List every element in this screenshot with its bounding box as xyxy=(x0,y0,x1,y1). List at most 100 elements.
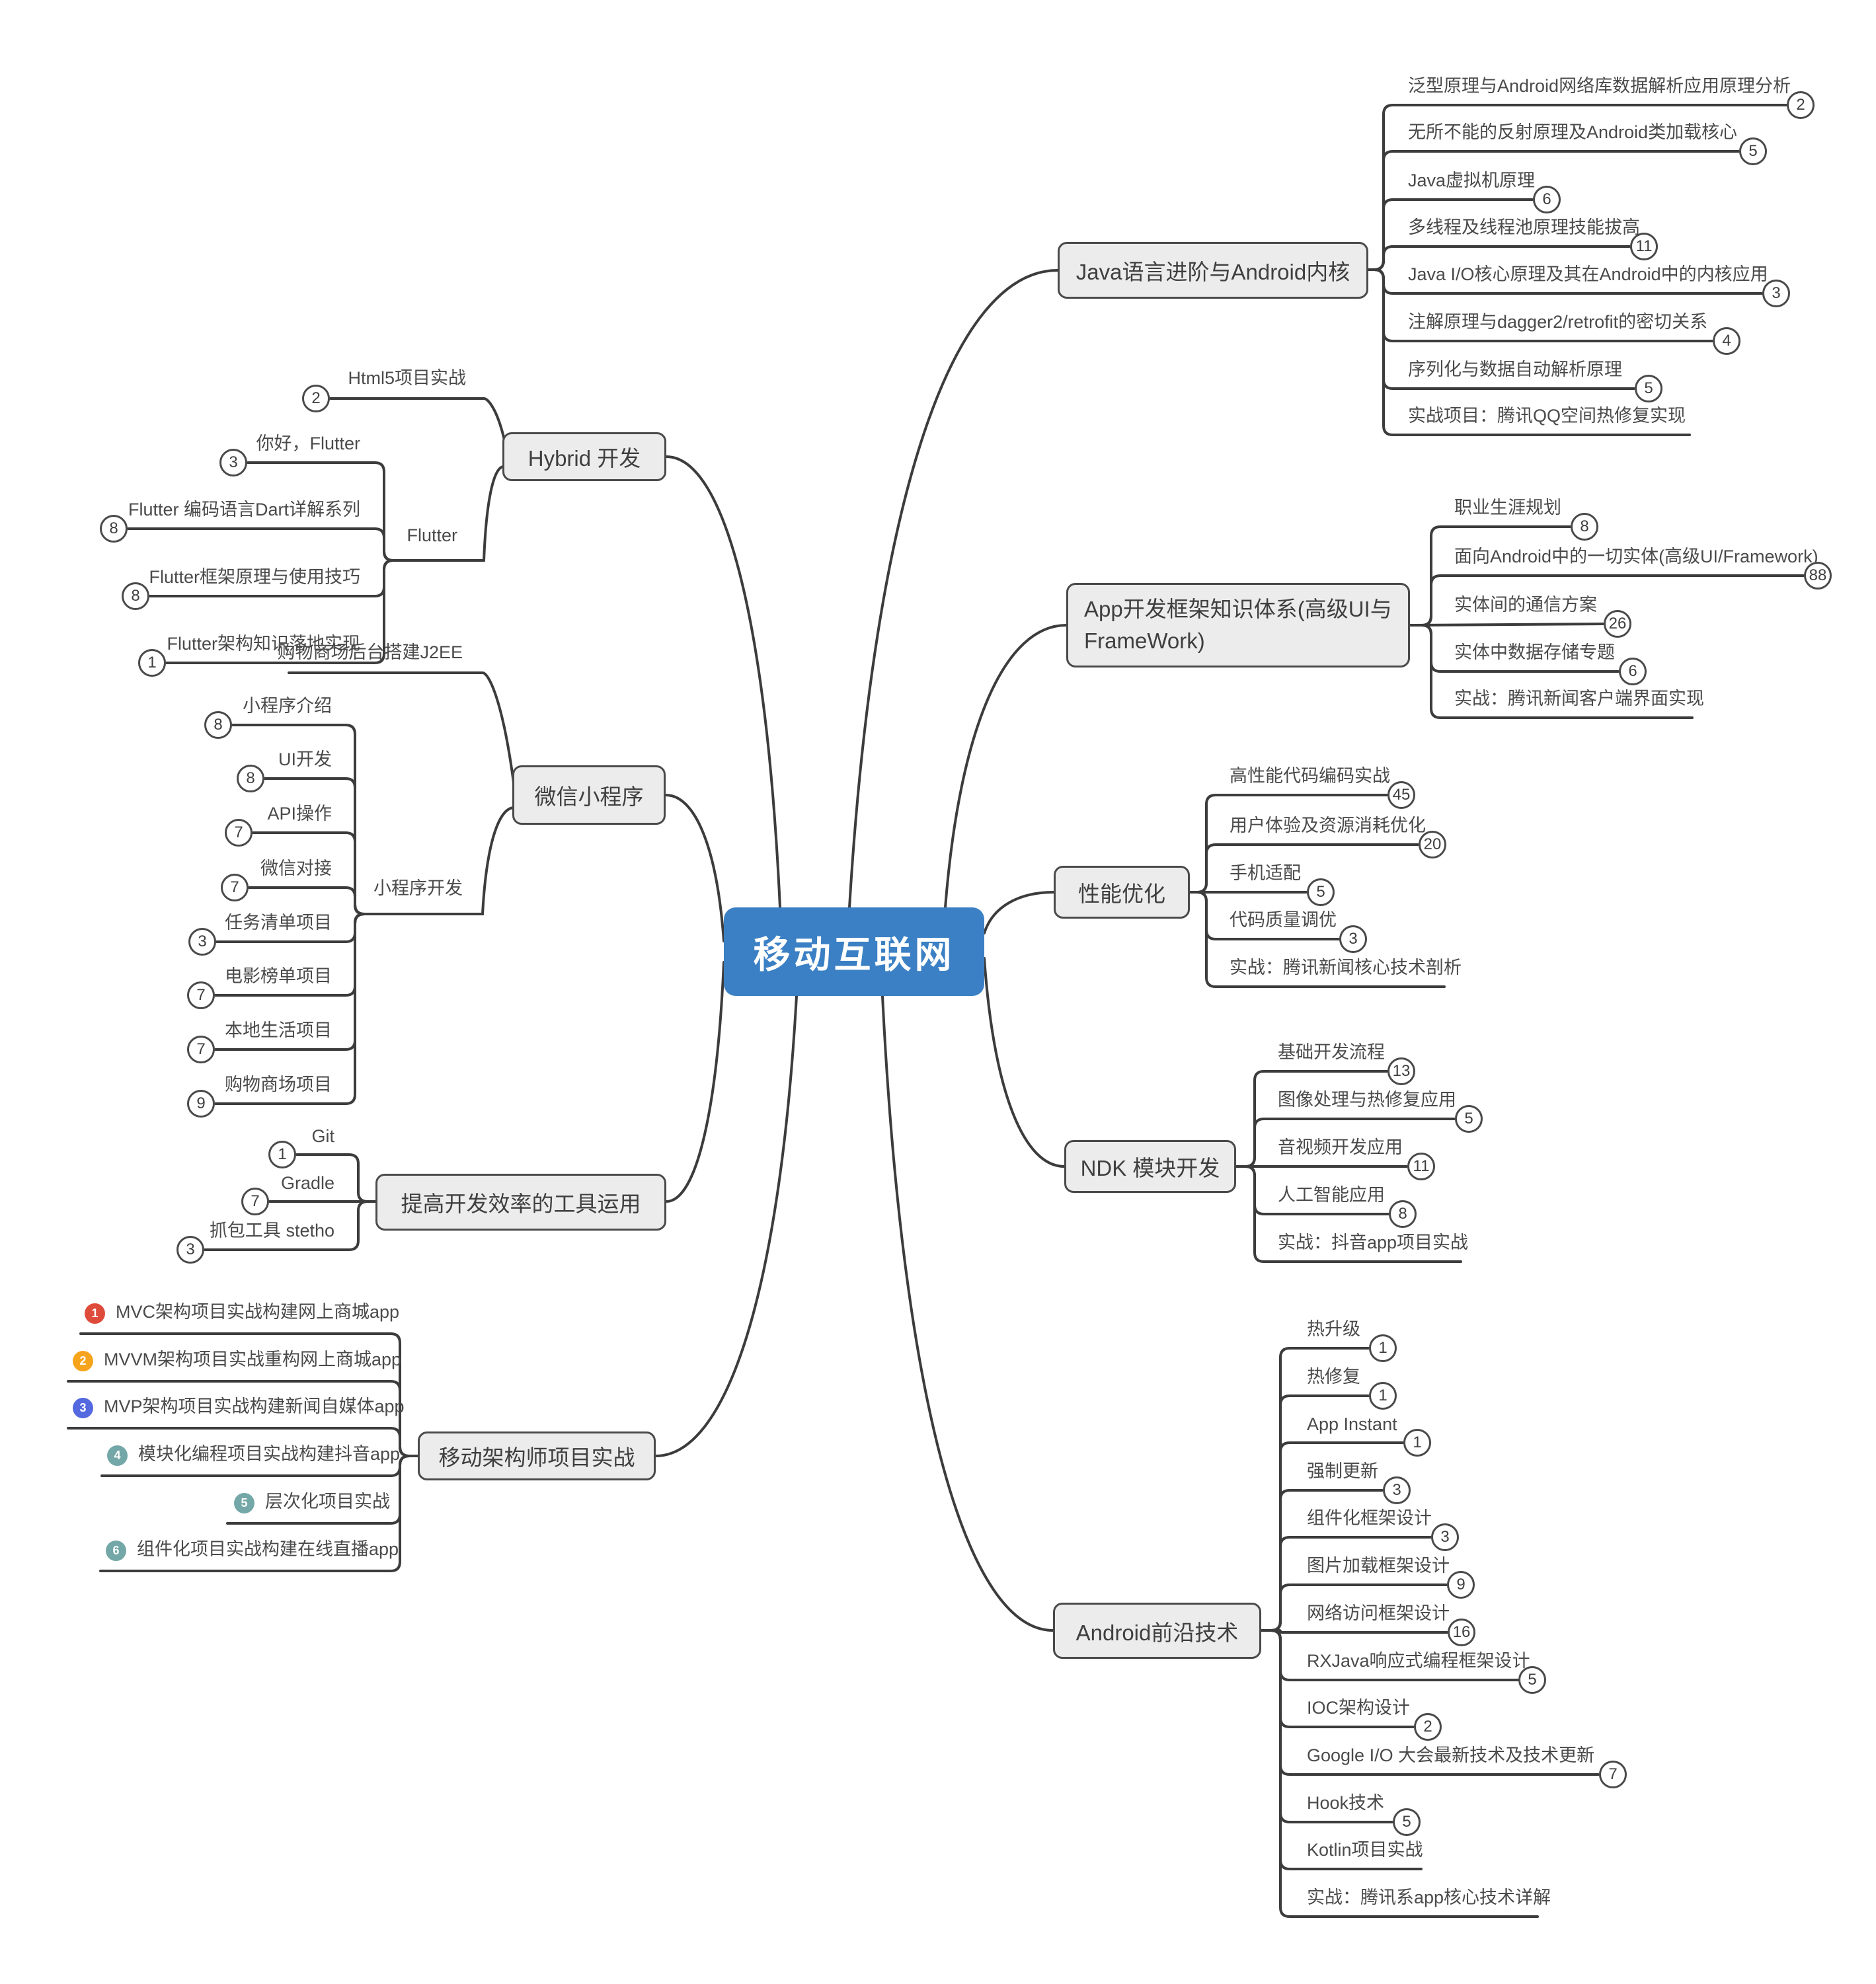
branch-node-hybrid[interactable]: Hybrid 开发 xyxy=(502,432,666,481)
topic-label[interactable]: 面向Android中的一切实体(高级UI/Framework) xyxy=(1454,547,1818,566)
topic-label[interactable]: 人工智能应用 xyxy=(1278,1185,1385,1205)
badge-count[interactable]: 8 xyxy=(204,711,232,739)
topic-label[interactable]: 电影榜单项目 xyxy=(225,966,332,986)
topic-label[interactable]: MVVM架构项目实战重构网上商城app xyxy=(104,1350,402,1369)
badge-count[interactable]: 1 xyxy=(138,649,166,677)
badge-count[interactable]: 2 xyxy=(1787,91,1815,119)
badge-count[interactable]: 3 xyxy=(1762,280,1790,307)
topic-label[interactable]: 实战：抖音app项目实战 xyxy=(1278,1233,1469,1252)
topic-label[interactable]: 小程序介绍 xyxy=(243,696,332,716)
topic-label[interactable]: 代码质量调优 xyxy=(1230,910,1337,930)
badge-count[interactable]: 88 xyxy=(1804,562,1832,590)
topic-label[interactable]: App Instant xyxy=(1307,1414,1397,1434)
topic-label[interactable]: 泛型原理与Android网络库数据解析应用原理分析 xyxy=(1408,76,1791,96)
badge-count[interactable]: 13 xyxy=(1387,1057,1415,1085)
branch-node-architect[interactable]: 移动架构师项目实战 xyxy=(418,1431,656,1480)
topic-label[interactable]: API操作 xyxy=(267,804,332,823)
badge-count[interactable]: 8 xyxy=(1389,1200,1417,1228)
topic-label[interactable]: 抓包工具 stetho xyxy=(209,1221,334,1240)
badge-count[interactable]: 5 xyxy=(1518,1666,1546,1694)
topic-label[interactable]: 购物商场后台搭建J2EE xyxy=(277,642,463,662)
topic-label[interactable]: Google I/O 大会最新技术及技术更新 xyxy=(1307,1745,1595,1765)
badge-count[interactable]: 2 xyxy=(1414,1713,1442,1741)
badge-count[interactable]: 8 xyxy=(1571,513,1598,541)
topic-label[interactable]: 热修复 xyxy=(1307,1367,1360,1387)
topic-label[interactable]: Java虚拟机原理 xyxy=(1408,171,1536,190)
badge-count[interactable]: 20 xyxy=(1419,831,1446,858)
topic-label[interactable]: Flutter 编码语言Dart详解系列 xyxy=(128,500,360,519)
badge-count[interactable]: 11 xyxy=(1630,233,1658,260)
badge-count[interactable]: 1 xyxy=(268,1141,296,1168)
badge-count[interactable]: 1 xyxy=(1369,1334,1397,1362)
badge-count[interactable]: 3 xyxy=(1339,925,1367,953)
topic-label[interactable]: 手机适配 xyxy=(1230,863,1301,883)
badge-count[interactable]: 5 xyxy=(1455,1105,1483,1133)
topic-label[interactable]: 音视频开发应用 xyxy=(1278,1137,1403,1157)
subtopic-group-label[interactable]: 小程序开发 xyxy=(373,878,463,898)
badge-count[interactable]: 8 xyxy=(100,515,128,543)
badge-count[interactable]: 7 xyxy=(221,874,249,901)
topic-label[interactable]: 本地生活项目 xyxy=(225,1020,332,1040)
topic-label[interactable]: 注解原理与dagger2/retrofit的密切关系 xyxy=(1408,312,1708,332)
topic-label[interactable]: 序列化与数据自动解析原理 xyxy=(1408,360,1622,379)
badge-count[interactable]: 4 xyxy=(1713,327,1740,355)
topic-label[interactable]: 基础开发流程 xyxy=(1278,1042,1385,1062)
numbered-badge[interactable]: 1 xyxy=(85,1303,105,1324)
topic-label[interactable]: 网络访问框架设计 xyxy=(1307,1603,1450,1623)
badge-count[interactable]: 1 xyxy=(1403,1429,1431,1457)
badge-count[interactable]: 7 xyxy=(241,1188,269,1215)
topic-label[interactable]: Git xyxy=(311,1126,334,1146)
numbered-badge[interactable]: 3 xyxy=(73,1398,93,1418)
topic-label[interactable]: 图片加载框架设计 xyxy=(1307,1556,1450,1576)
topic-label[interactable]: 任务清单项目 xyxy=(225,913,332,933)
topic-label[interactable]: 强制更新 xyxy=(1307,1461,1378,1481)
numbered-badge[interactable]: 6 xyxy=(106,1541,126,1561)
branch-node-perf[interactable]: 性能优化 xyxy=(1054,866,1190,919)
topic-label[interactable]: 实战项目：腾讯QQ空间热修复实现 xyxy=(1408,406,1686,426)
badge-count[interactable]: 26 xyxy=(1604,610,1631,638)
topic-label[interactable]: 图像处理与热修复应用 xyxy=(1278,1090,1456,1110)
center-topic[interactable]: 移动互联网 xyxy=(724,907,984,996)
topic-label[interactable]: 模块化编程项目实战构建抖音app xyxy=(138,1444,401,1464)
topic-label[interactable]: UI开发 xyxy=(278,749,332,769)
topic-label[interactable]: 实体间的通信方案 xyxy=(1454,595,1597,615)
badge-count[interactable]: 9 xyxy=(1447,1571,1475,1599)
topic-label[interactable]: Flutter框架原理与使用技巧 xyxy=(149,567,360,587)
topic-label[interactable]: MVP架构项目实战构建新闻自媒体app xyxy=(104,1396,405,1416)
badge-count[interactable]: 16 xyxy=(1448,1619,1475,1646)
numbered-badge[interactable]: 5 xyxy=(234,1493,254,1513)
topic-label[interactable]: Java I/O核心原理及其在Android中的内核应用 xyxy=(1408,264,1768,284)
branch-node-wechat[interactable]: 微信小程序 xyxy=(512,765,666,825)
numbered-badge[interactable]: 4 xyxy=(107,1445,128,1466)
topic-label[interactable]: 实体中数据存储专题 xyxy=(1454,642,1615,662)
subtopic-group-label[interactable]: Flutter xyxy=(407,525,457,545)
badge-count[interactable]: 5 xyxy=(1307,878,1335,906)
badge-count[interactable]: 6 xyxy=(1533,186,1561,213)
topic-label[interactable]: 用户体验及资源消耗优化 xyxy=(1230,816,1426,835)
topic-label[interactable]: 实战：腾讯新闻核心技术剖析 xyxy=(1230,958,1462,977)
topic-label[interactable]: 实战：腾讯系app核心技术详解 xyxy=(1307,1888,1551,1907)
badge-count[interactable]: 7 xyxy=(187,981,215,1009)
branch-node-ndk[interactable]: NDK 模块开发 xyxy=(1064,1140,1236,1193)
badge-count[interactable]: 3 xyxy=(219,449,247,477)
badge-count[interactable]: 7 xyxy=(1599,1761,1627,1788)
topic-label[interactable]: Flutter架构知识落地实现 xyxy=(167,634,360,654)
badge-count[interactable]: 11 xyxy=(1407,1153,1435,1180)
badge-count[interactable]: 7 xyxy=(187,1036,215,1063)
numbered-badge[interactable]: 2 xyxy=(73,1351,93,1371)
topic-label[interactable]: Html5项目实战 xyxy=(348,368,466,388)
topic-label[interactable]: 购物商场项目 xyxy=(225,1075,332,1094)
topic-label[interactable]: 组件化框架设计 xyxy=(1307,1508,1432,1528)
topic-label[interactable]: 职业生涯规划 xyxy=(1454,498,1561,517)
badge-count[interactable]: 8 xyxy=(237,765,264,792)
badge-count[interactable]: 6 xyxy=(1619,658,1647,685)
badge-count[interactable]: 5 xyxy=(1635,375,1662,402)
badge-count[interactable]: 3 xyxy=(176,1236,204,1264)
badge-count[interactable]: 8 xyxy=(122,582,149,610)
badge-count[interactable]: 3 xyxy=(188,928,216,956)
topic-label[interactable]: Hook技术 xyxy=(1307,1793,1385,1813)
branch-node-frontier[interactable]: Android前沿技术 xyxy=(1053,1603,1261,1659)
badge-count[interactable]: 7 xyxy=(225,819,253,847)
branch-node-appfw[interactable]: App开发框架知识体系(高级UI与 FrameWork) xyxy=(1066,583,1410,668)
badge-count[interactable]: 2 xyxy=(302,385,330,412)
